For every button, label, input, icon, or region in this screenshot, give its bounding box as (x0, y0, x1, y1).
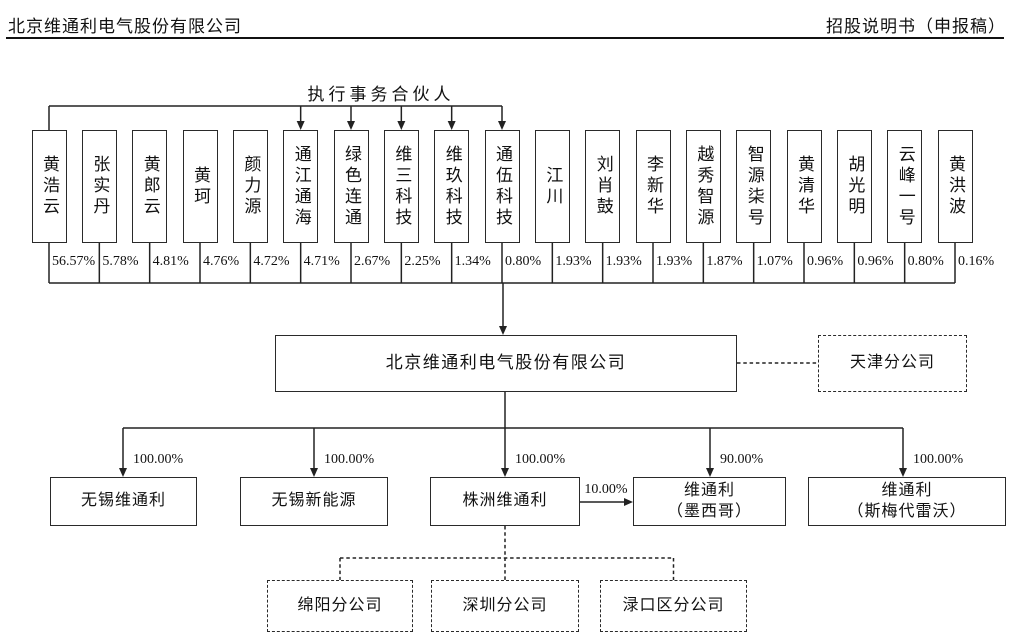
shareholder-percent: 5.78% (102, 254, 139, 269)
subsidiary-name: 维通利 (881, 481, 933, 499)
shareholder-name: 黄浩云 (40, 155, 60, 218)
company-name: 北京维通利电气股份有限公司 (385, 353, 627, 373)
company-box: 北京维通利电气股份有限公司 (275, 335, 737, 392)
shareholder-percent: 1.93% (605, 254, 642, 269)
tianjin-branch-name: 天津分公司 (849, 354, 935, 372)
shareholder-box: 通伍科技 (484, 130, 520, 243)
shareholder-box: 李新华 (635, 130, 671, 243)
shareholder-box: 越秀智源 (685, 130, 721, 243)
tianjin-branch-box: 天津分公司 (818, 335, 967, 392)
subsidiary-box: 无锡新能源 (240, 477, 388, 526)
page-header-left: 北京维通利电气股份有限公司 (8, 17, 242, 36)
shareholder-box: 黄浩云 (31, 130, 67, 243)
subsidiary-name-line2: （墨西哥） (666, 502, 752, 520)
shareholder-percent: 0.96% (807, 254, 844, 269)
shareholder-name: 张实丹 (90, 155, 110, 218)
subsidiary-box: 无锡维通利 (50, 477, 197, 526)
sub-branch-name: 深圳分公司 (462, 596, 548, 614)
shareholder-box: 胡光明 (836, 130, 872, 243)
subsidiary-box: 维通利 （斯梅代雷沃） (808, 477, 1006, 526)
sub-branch-name: 渌口区分公司 (622, 596, 725, 614)
subsidiary-percent: 100.00% (515, 452, 566, 467)
sub-branch-name: 绵阳分公司 (297, 596, 383, 614)
subsidiary-percent: 90.00% (720, 452, 764, 467)
shareholder-percent: 1.93% (555, 254, 592, 269)
subsidiary-name-line2: （斯梅代雷沃） (847, 502, 967, 520)
subsidiary-percent: 100.00% (133, 452, 184, 467)
shareholder-box: 刘肖鼓 (585, 130, 621, 243)
shareholder-percent: 0.80% (907, 254, 944, 269)
shareholder-name: 李新华 (644, 155, 664, 218)
shareholder-percent: 4.76% (203, 254, 240, 269)
subsidiary-percent: 100.00% (913, 452, 964, 467)
cross-holding-percent: 10.00% (584, 482, 628, 497)
shareholder-box: 通江通海 (283, 130, 319, 243)
shareholder-box: 黄清华 (786, 130, 822, 243)
header-divider (6, 37, 1004, 39)
shareholder-box: 张实丹 (81, 130, 117, 243)
shareholder-box: 颜力源 (232, 130, 268, 243)
sub-branch-box: 绵阳分公司 (267, 580, 413, 632)
sub-branch-box: 渌口区分公司 (600, 580, 747, 632)
subsidiary-name: 无锡新能源 (271, 492, 357, 510)
shareholder-percent: 2.25% (404, 254, 441, 269)
subsidiary-name: 无锡维通利 (80, 492, 166, 510)
subsidiary-name: 维通利 (683, 481, 735, 499)
shareholder-name: 黄珂 (191, 165, 211, 208)
shareholder-box: 黄洪波 (937, 130, 973, 243)
shareholder-box: 江川 (534, 130, 570, 243)
shareholder-percent: 0.16% (958, 254, 995, 269)
subsidiary-name: 株洲维通利 (462, 492, 548, 510)
executive-partner-label: 执行事务合伙人 (307, 85, 455, 104)
shareholder-name: 胡光明 (845, 155, 865, 218)
shareholder-percent: 4.72% (253, 254, 290, 269)
shareholder-box: 云峰一号 (887, 130, 923, 243)
shareholder-name: 黄郎云 (140, 155, 160, 218)
shareholder-box: 智源柒号 (736, 130, 772, 243)
shareholder-box: 维三科技 (383, 130, 419, 243)
shareholder-percent: 1.87% (706, 254, 743, 269)
shareholder-percent: 4.81% (152, 254, 189, 269)
shareholder-name: 智源柒号 (744, 144, 764, 229)
shareholder-name: 刘肖鼓 (593, 155, 613, 218)
sub-branch-box: 深圳分公司 (431, 580, 579, 632)
shareholder-box: 维玖科技 (434, 130, 470, 243)
shareholder-name: 维玖科技 (442, 144, 462, 229)
shareholder-box: 黄郎云 (132, 130, 168, 243)
shareholder-name: 江川 (543, 165, 563, 208)
shareholder-name: 颜力源 (241, 155, 261, 218)
shareholder-percent: 1.07% (756, 254, 793, 269)
shareholder-box: 绿色连通 (333, 130, 369, 243)
shareholder-percent: 0.80% (505, 254, 542, 269)
shareholder-name: 维三科技 (392, 144, 412, 229)
shareholder-percent: 4.71% (303, 254, 340, 269)
subsidiary-box: 株洲维通利 (430, 477, 580, 526)
shareholder-name: 绿色连通 (342, 144, 362, 229)
shareholder-name: 越秀智源 (694, 144, 714, 229)
shareholder-percent: 56.57% (52, 254, 96, 269)
subsidiary-box: 维通利 （墨西哥） (633, 477, 786, 526)
subsidiary-percent: 100.00% (324, 452, 375, 467)
shareholder-name: 黄洪波 (946, 155, 966, 218)
shareholder-percent: 1.93% (656, 254, 693, 269)
page-header-right: 招股说明书（申报稿） (826, 17, 1006, 36)
shareholder-name: 云峰一号 (895, 144, 915, 229)
shareholder-name: 黄清华 (795, 155, 815, 218)
shareholder-name: 通伍科技 (493, 144, 513, 229)
shareholder-percent: 0.96% (857, 254, 894, 269)
shareholder-percent: 2.67% (354, 254, 391, 269)
shareholder-box: 黄珂 (182, 130, 218, 243)
shareholder-name: 通江通海 (291, 144, 311, 229)
shareholder-percent: 1.34% (454, 254, 491, 269)
